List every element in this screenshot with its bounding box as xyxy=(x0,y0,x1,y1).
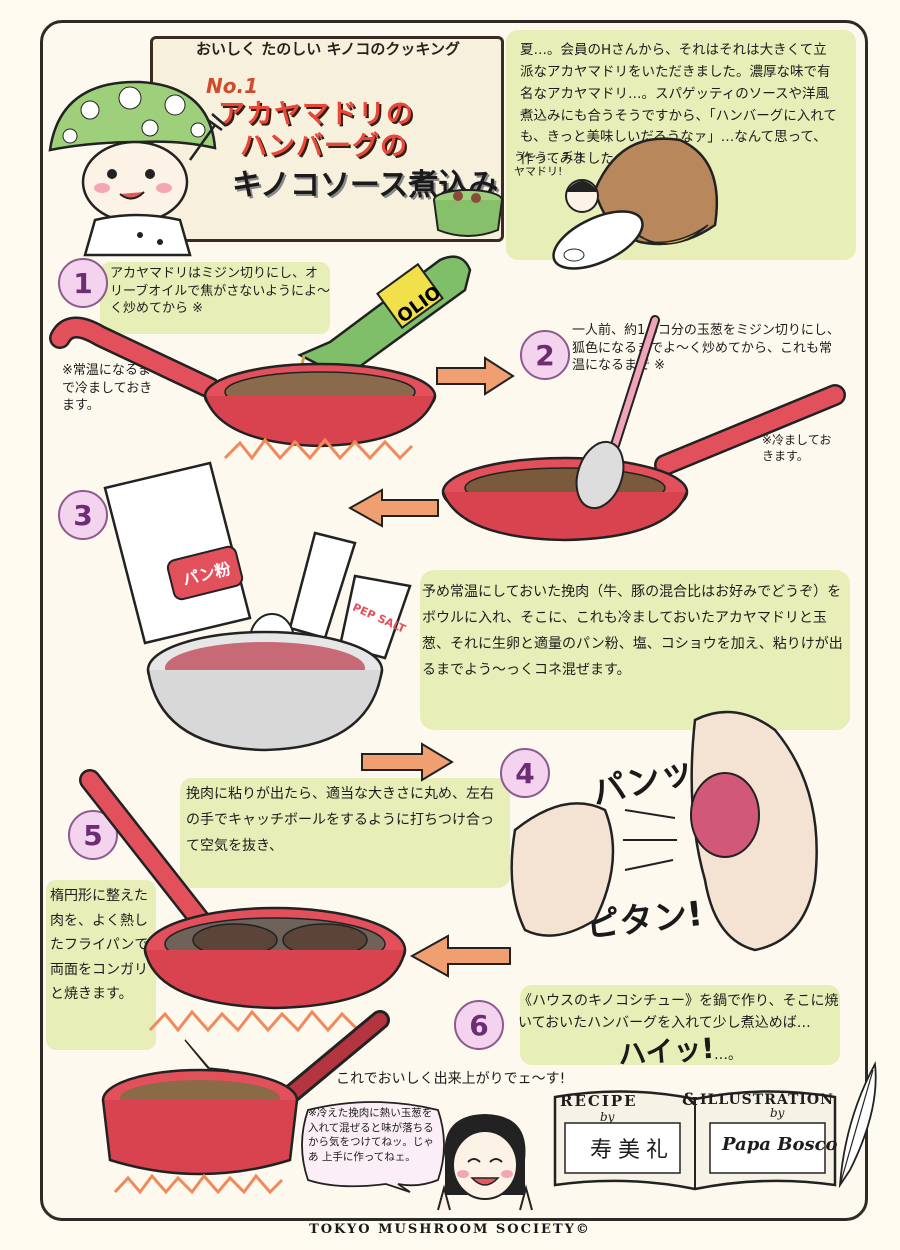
step-1-text: アカヤマドリはミジン切りにし、オリーブオイルで焦がさないようによ〜く炒めてから … xyxy=(110,266,330,317)
arrow-step-3-to-4 xyxy=(361,742,454,782)
pot-illustration xyxy=(433,189,503,237)
oil-bottle-illustration: OLIO xyxy=(297,255,472,376)
girl-with-mushroom-illustration xyxy=(552,137,719,270)
wash-step3 xyxy=(420,570,850,730)
credit-illustration-author: Papa Bosco xyxy=(722,1134,838,1155)
credit-recipe-heading: RECIPE xyxy=(560,1092,638,1110)
speech-bubble-shape xyxy=(301,1101,445,1193)
arrow-step-1-to-2 xyxy=(436,356,515,396)
step-1-number: 1 xyxy=(58,258,108,308)
credit-by-1: by xyxy=(600,1110,615,1124)
credit-illustration-heading: ILLUSTRATION xyxy=(700,1092,834,1108)
saucepan-illustration xyxy=(101,1010,390,1195)
step-3-number: 3 xyxy=(58,490,108,540)
step-1-note: ※常温になるまで冷ましておきます。 xyxy=(62,363,153,414)
footer-credit: TOKYO MUSHROOM SOCIETY© xyxy=(309,1222,591,1237)
arrow-step-4-to-5 xyxy=(409,934,511,978)
mixing-bowl-illustration: パン粉 PEP SALT xyxy=(103,461,412,752)
credit-by-2: by xyxy=(770,1106,785,1120)
girl-speech: う〜う… デカヤマドリ! xyxy=(514,150,584,178)
step-6-number: 6 xyxy=(454,1000,504,1050)
step-6-tail: …。 xyxy=(714,1047,742,1063)
step-5-text: 挽肉に粘りが出たら、適当な大きさに丸め、左右の手でキャッチボールをするように打ち… xyxy=(186,786,494,854)
step-3-text: 予め常温にしておいた挽肉（牛、豚の混合比はお好みでどうぞ）をボウルに入れ、そこに… xyxy=(422,584,843,678)
step-6-exclaim: ハイッ! xyxy=(617,1031,716,1072)
mushroom-chef-illustration xyxy=(48,80,227,257)
arrow-step-2-to-3 xyxy=(347,488,439,528)
episode-number: No.1 xyxy=(206,74,258,98)
intro-text: 夏…。会員のHさんから、それはそれは大きくて立派なアカヤマドリをいただきました。… xyxy=(520,42,837,168)
speech-bubble-text: ※冷えた挽肉に熱い玉葱を入れて混ぜると味が落ちるから気をつけてねッ。じゃあ 上手… xyxy=(308,1107,434,1164)
title-line-2: ハンバーグの xyxy=(240,131,408,162)
series-title: おいしく たのしい キノコのクッキング xyxy=(196,40,460,58)
step-5-number: 5 xyxy=(68,810,118,860)
wash-step5b xyxy=(46,880,156,1050)
pan-2-illustration xyxy=(441,315,846,542)
girl-peace-illustration xyxy=(437,1114,533,1211)
credit-ampersand: & xyxy=(682,1090,698,1110)
title-line-1: アカヤマドリの xyxy=(218,99,414,130)
wash-step5 xyxy=(180,778,510,888)
credit-recipe-author: 寿美礼 xyxy=(590,1138,675,1163)
step-2-number: 2 xyxy=(520,330,570,380)
wash-step1 xyxy=(100,262,330,334)
done-text: これでおいしく出来上がりでェ〜す! xyxy=(336,1071,566,1087)
step-2-text: 一人前、約1/3コ分の玉葱をミジン切りにし、狐色になるまでよ〜く炒めてから、これ… xyxy=(572,323,840,374)
pan-5-illustration xyxy=(79,769,407,1033)
quill-illustration xyxy=(838,1061,877,1189)
step-5-text-2: 楕円形に整えた肉を、よく熱したフライパンで両面をコンガリと焼きます。 xyxy=(50,888,149,1002)
wash-step6 xyxy=(520,985,840,1065)
step-4-number: 4 xyxy=(500,748,550,798)
step-2-note: ※冷ましておきます。 xyxy=(762,433,832,464)
hands-patty-illustration xyxy=(510,710,818,952)
pan-1-illustration xyxy=(49,316,437,461)
step-6-text: 《ハウスのキノコシチュー》を鍋で作り、そこに焼いておいたハンバーグを入れて少し煮… xyxy=(518,993,839,1032)
credits-book xyxy=(553,1090,837,1191)
